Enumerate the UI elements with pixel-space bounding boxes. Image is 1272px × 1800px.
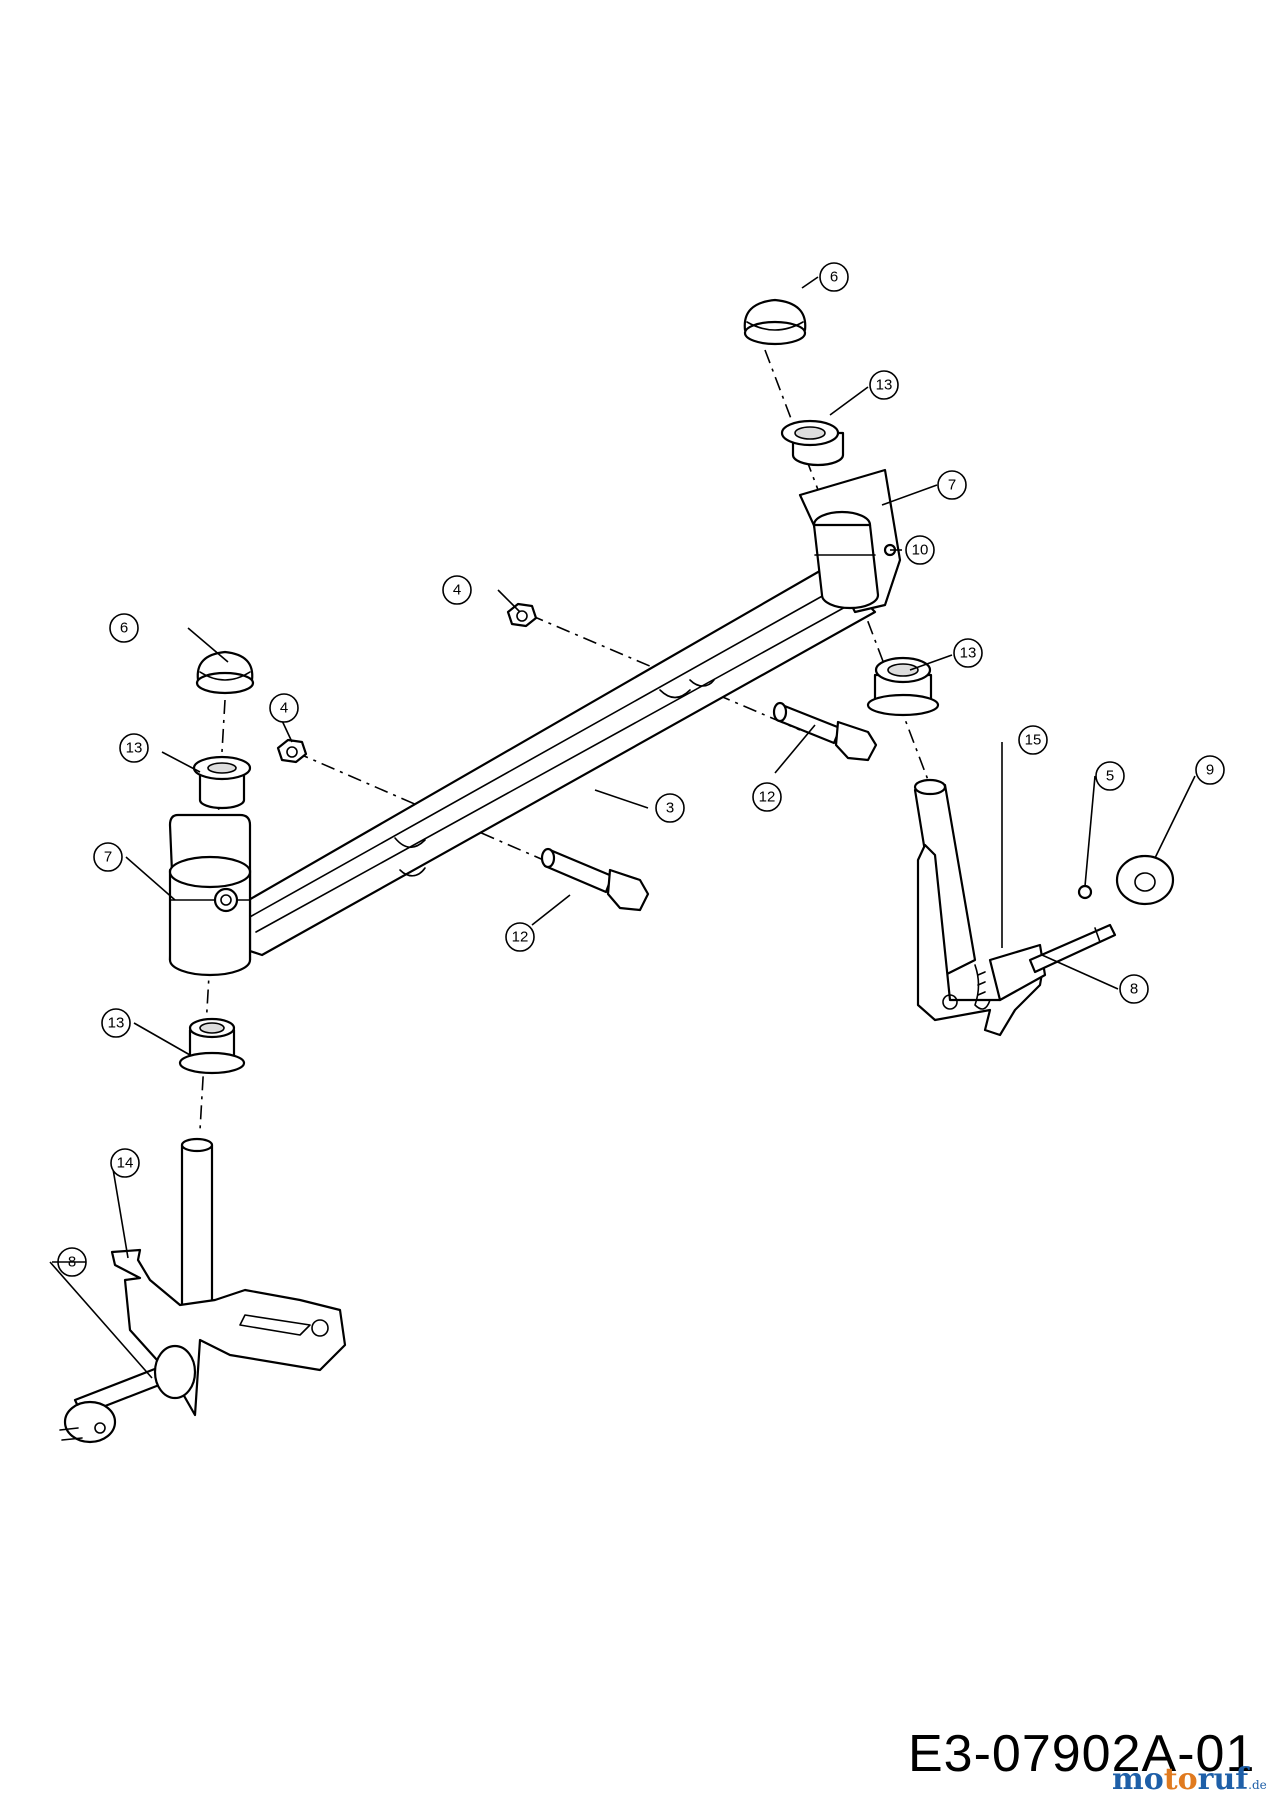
callout-label: 13 <box>126 740 143 757</box>
bushing-left-lower <box>178 1017 246 1075</box>
watermark-part: mo <box>1112 1762 1164 1797</box>
dust-cap-left <box>195 650 255 695</box>
callout-15: 15 <box>1018 725 1048 755</box>
callout-12-upper: 12 <box>752 782 782 812</box>
callout-label: 6 <box>830 269 838 286</box>
flange-nut-upper <box>506 602 538 628</box>
callout-label: 7 <box>948 477 956 494</box>
callout-6-right: 6 <box>819 262 849 292</box>
callout-label: 13 <box>960 645 977 662</box>
callout-label: 13 <box>108 1015 125 1032</box>
right-pivot-sleeve <box>798 468 902 614</box>
left-spindle <box>59 1137 347 1444</box>
callout-label: 5 <box>1106 768 1114 785</box>
callout-label: 13 <box>876 377 893 394</box>
bushing-right-upper <box>780 419 845 467</box>
bushing-right-lower <box>866 656 940 717</box>
callout-label: 6 <box>120 620 128 637</box>
callout-14: 14 <box>110 1148 140 1178</box>
callout-label: 9 <box>1206 762 1214 779</box>
callout-label: 14 <box>117 1155 134 1172</box>
callout-6-left: 6 <box>109 613 139 643</box>
callout-label: 12 <box>512 929 529 946</box>
callout-13-right-lower: 13 <box>953 638 983 668</box>
callout-3: 3 <box>655 793 685 823</box>
callout-4-upper: 4 <box>442 575 472 605</box>
callout-12-lower: 12 <box>505 922 535 952</box>
callout-13-right-upper: 13 <box>869 370 899 400</box>
axle-beam <box>230 566 877 957</box>
bolt-lower <box>540 847 650 912</box>
callout-13-left-upper: 13 <box>119 733 149 763</box>
callout-9: 9 <box>1195 755 1225 785</box>
flange-nut-lower <box>276 738 308 764</box>
callout-5: 5 <box>1095 761 1125 791</box>
right-spindle <box>913 778 1117 1037</box>
callout-10: 10 <box>905 535 935 565</box>
callout-label: 4 <box>453 582 461 599</box>
bushing-left-upper <box>192 755 252 810</box>
watermark-part: ruf <box>1197 1762 1249 1797</box>
callout-label: 3 <box>666 800 674 817</box>
callout-7-right: 7 <box>937 470 967 500</box>
callout-4-lower: 4 <box>269 693 299 723</box>
dust-cap-right <box>743 298 807 346</box>
callout-label: 10 <box>912 542 929 559</box>
left-pivot-sleeve <box>168 813 252 977</box>
callout-label: 15 <box>1025 732 1042 749</box>
watermark-part: .de <box>1248 1778 1267 1792</box>
watermark-logo: motoruf.de <box>1112 1762 1267 1797</box>
watermark-part: to <box>1163 1762 1198 1797</box>
callout-7-left: 7 <box>93 842 123 872</box>
callout-8-right: 8 <box>1119 974 1149 1004</box>
callout-label: 8 <box>1130 981 1138 998</box>
callout-label: 4 <box>280 700 288 717</box>
callout-13-left-lower: 13 <box>101 1008 131 1038</box>
callout-label: 12 <box>759 789 776 806</box>
callout-label: 7 <box>104 849 112 866</box>
right-washer <box>1115 854 1175 906</box>
drawing-code: E3-07902A-01 <box>908 1725 1256 1783</box>
bolt-upper <box>772 701 878 762</box>
